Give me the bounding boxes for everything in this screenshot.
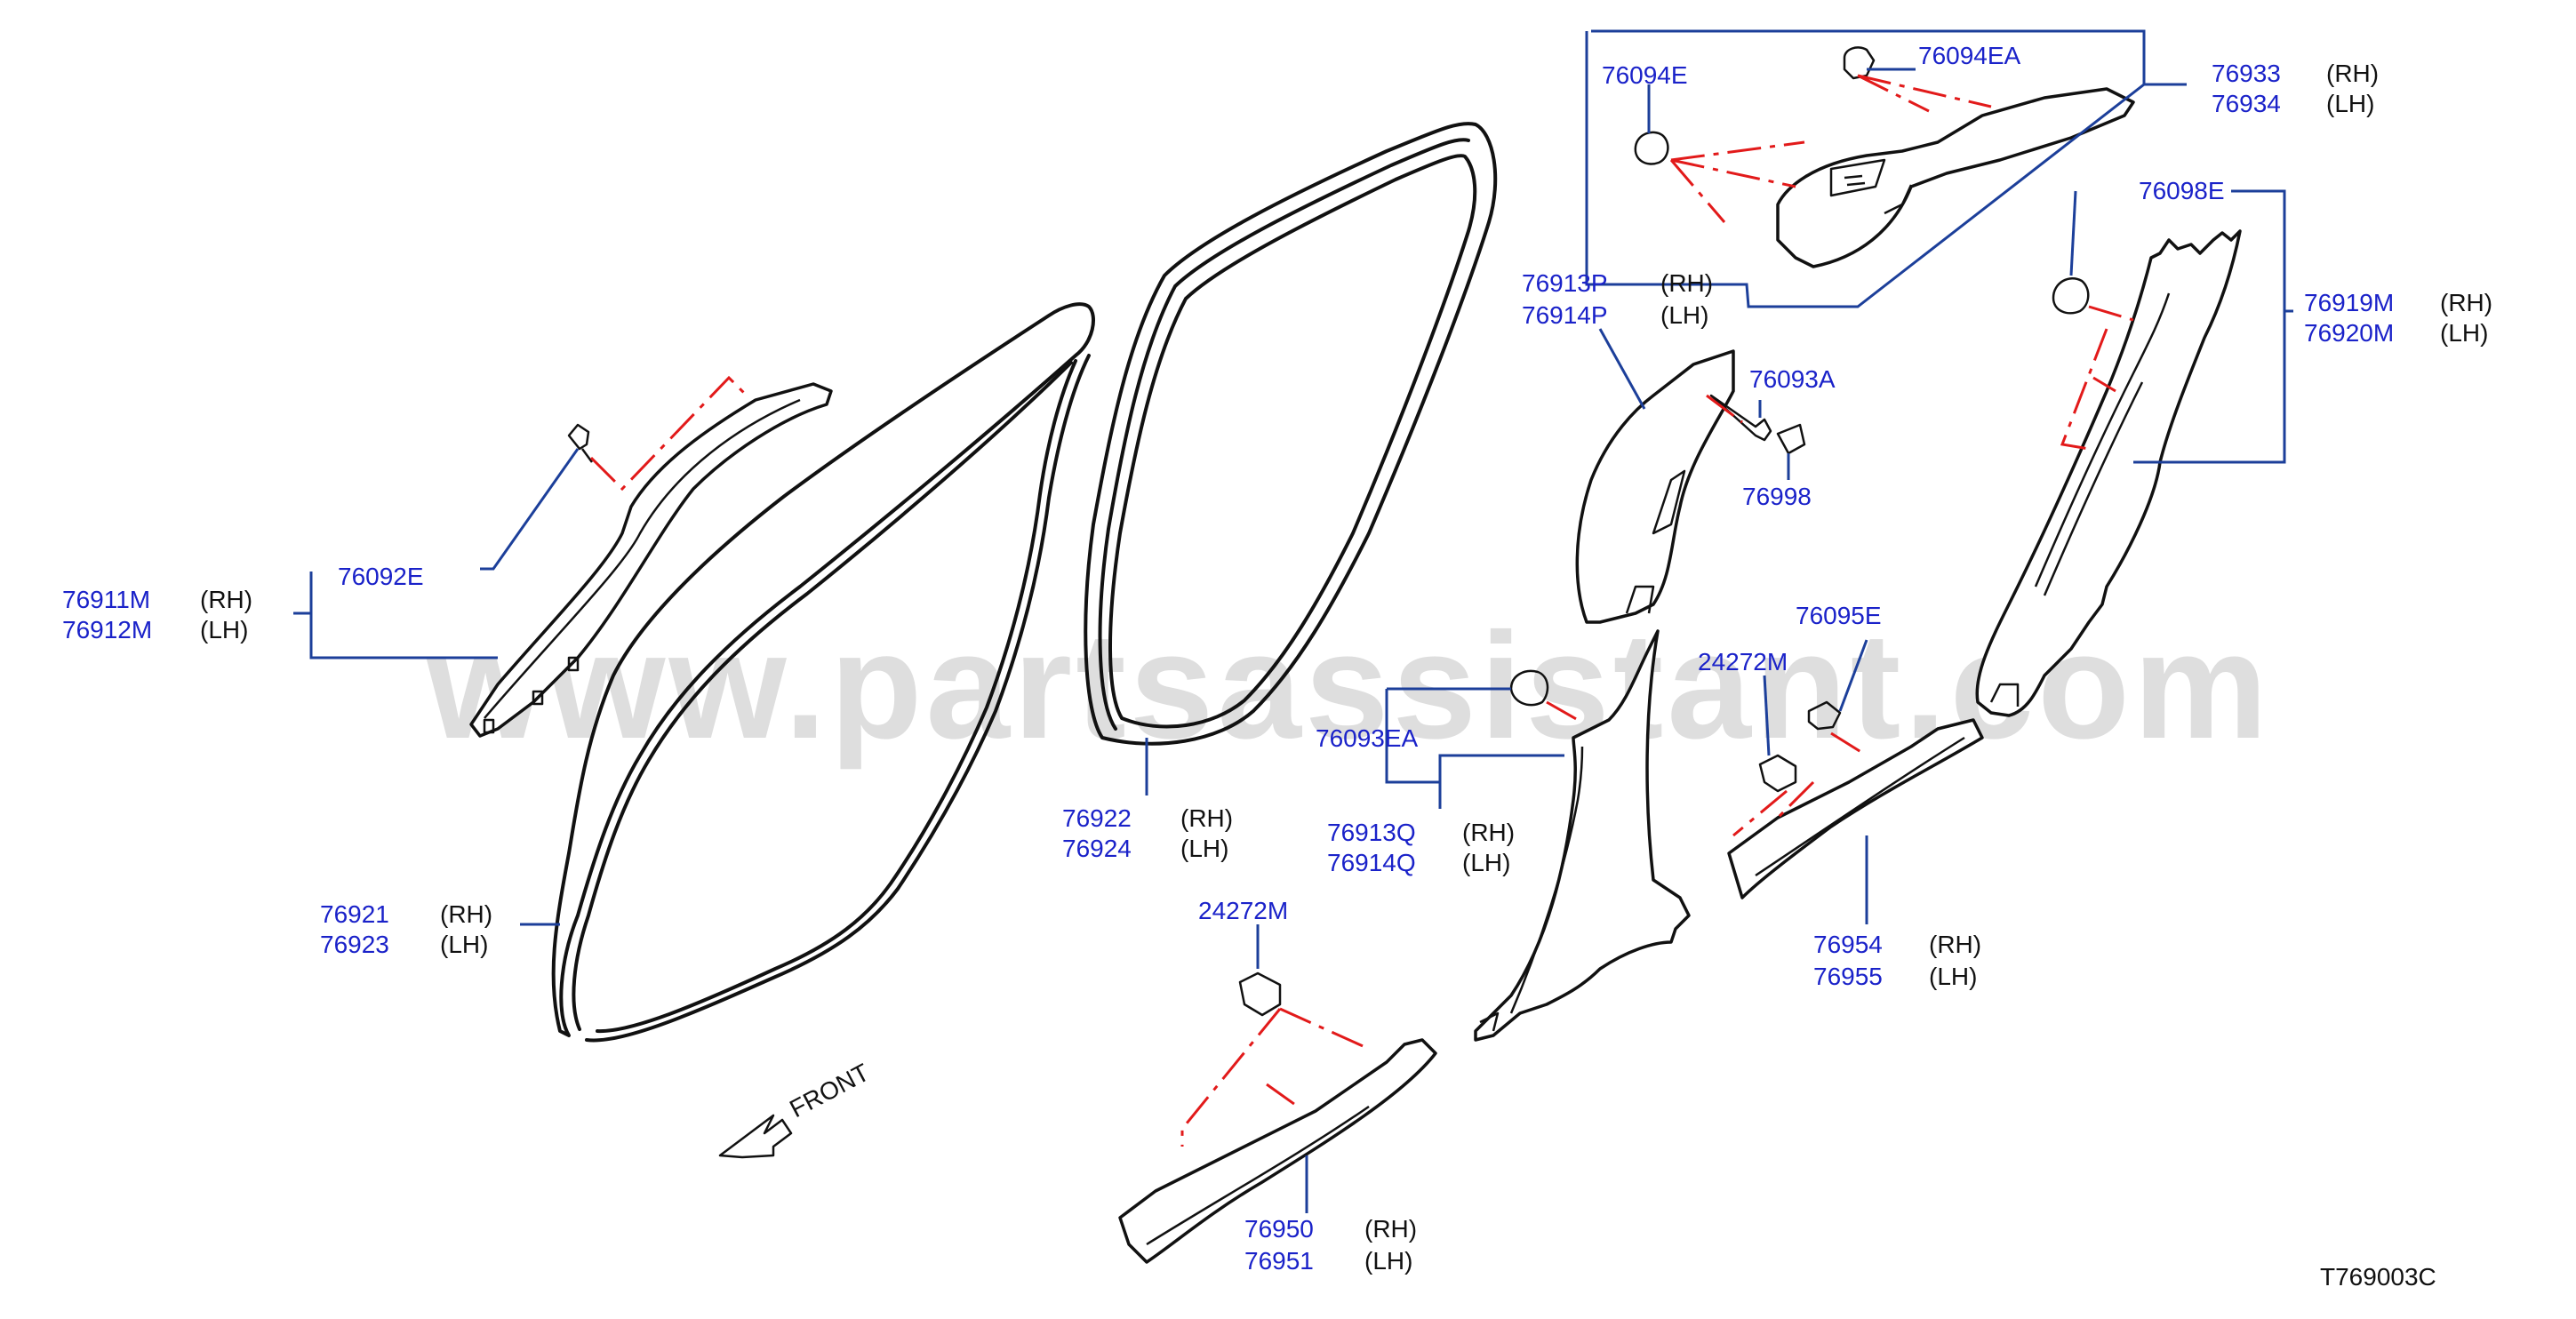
callout-76951[interactable]: 76951 (1244, 1247, 1314, 1275)
callout-76919M[interactable]: 76919M (2304, 289, 2394, 316)
callout-76098E[interactable]: 76098E (2139, 177, 2225, 204)
side-lh-76914P: (LH) (1660, 301, 1708, 329)
clip-76098E[interactable] (2052, 276, 2090, 315)
callout-24272M-left[interactable]: 24272M (1198, 897, 1288, 924)
center-lower-pillar-garnish[interactable] (1474, 629, 1691, 1042)
callout-76092E[interactable]: 76092E (338, 563, 424, 590)
center-upper-pillar-garnish[interactable] (1575, 349, 1735, 624)
callout-76998[interactable]: 76998 (1742, 483, 1812, 510)
callout-76924[interactable]: 76924 (1062, 835, 1132, 862)
callout-76954[interactable]: 76954 (1813, 931, 1883, 958)
guide-line-76092E (589, 375, 748, 492)
rear-upper-panel[interactable] (1776, 87, 2135, 268)
callout-76093A[interactable]: 76093A (1749, 365, 1836, 393)
clip-76092E-left[interactable] (567, 423, 594, 463)
side-rh-76950: (RH) (1364, 1215, 1417, 1243)
side-lh-76934: (LH) (2326, 90, 2374, 117)
guide-lines-rear-kick (1732, 731, 1868, 837)
callout-76955[interactable]: 76955 (1813, 963, 1883, 990)
diagram-code: T769003C (2320, 1263, 2436, 1291)
callout-76093EA[interactable]: 76093EA (1316, 724, 1419, 752)
callout-76933[interactable]: 76933 (2212, 60, 2281, 87)
guide-lines-front-kick (1180, 1007, 1370, 1147)
side-lh-76923: (LH) (440, 931, 488, 958)
guide-line-76093EA (1546, 700, 1579, 722)
side-rh-76913Q: (RH) (1462, 819, 1515, 846)
callout-76913Q[interactable]: 76913Q (1327, 819, 1416, 846)
callout-76950[interactable]: 76950 (1244, 1215, 1314, 1243)
guide-lines-76094 (1669, 74, 1992, 223)
bolt-76093A[interactable] (1709, 394, 1772, 442)
rear-pillar-garnish[interactable] (1975, 229, 2242, 717)
callout-76912M[interactable]: 76912M (62, 616, 152, 644)
clip-24272M-left[interactable] (1238, 971, 1282, 1017)
callout-76095E[interactable]: 76095E (1796, 602, 1882, 629)
callout-76911M[interactable]: 76911M (62, 586, 150, 613)
callout-76922[interactable]: 76922 (1062, 804, 1132, 832)
side-lh-76914Q: (LH) (1462, 849, 1510, 876)
clip-76094E[interactable] (1634, 131, 1669, 165)
side-lh-76951: (LH) (1364, 1247, 1412, 1275)
front-label: FRONT (785, 1059, 874, 1123)
callout-76934[interactable]: 76934 (2212, 90, 2281, 117)
front-arrow (718, 1114, 793, 1159)
side-rh-76922: (RH) (1180, 804, 1233, 832)
guide-line-76093A (1706, 394, 1743, 424)
guide-lines-76098E (2060, 305, 2134, 451)
side-rh-76913P: (RH) (1660, 269, 1713, 297)
callout-76923[interactable]: 76923 (320, 931, 389, 958)
callout-76913P[interactable]: 76913P (1522, 269, 1608, 297)
leader-lines (293, 29, 2293, 1213)
front-door-welt[interactable] (551, 302, 1095, 1043)
side-rh-76919M: (RH) (2440, 289, 2492, 316)
callout-76094EA[interactable]: 76094EA (1918, 42, 2021, 69)
callout-76094E[interactable]: 76094E (1602, 61, 1688, 89)
callout-76921[interactable]: 76921 (320, 900, 389, 928)
side-rh-76933: (RH) (2326, 60, 2379, 87)
callout-76914Q[interactable]: 76914Q (1327, 849, 1416, 876)
callout-76920M[interactable]: 76920M (2304, 319, 2394, 347)
clip-76094EA[interactable] (1843, 46, 1876, 80)
front-pillar-garnish[interactable] (469, 382, 833, 738)
side-lh-76955: (LH) (1929, 963, 1977, 990)
rear-kicking-plate[interactable] (1727, 718, 1984, 899)
clip-24272M-right[interactable] (1758, 754, 1797, 793)
callout-76914P[interactable]: 76914P (1522, 301, 1608, 329)
side-lh-76920M: (LH) (2440, 319, 2488, 347)
rear-door-welt[interactable] (1084, 122, 1498, 746)
side-rh-76921: (RH) (440, 900, 492, 928)
callout-24272M-right[interactable]: 24272M (1698, 648, 1788, 675)
clip-76093EA[interactable] (1509, 669, 1549, 707)
clip-76998[interactable] (1776, 423, 1806, 455)
side-rh-76954: (RH) (1929, 931, 1981, 958)
side-lh-76924: (LH) (1180, 835, 1228, 862)
front-kicking-plate[interactable] (1118, 1038, 1437, 1264)
clip-76095E[interactable] (1807, 700, 1842, 731)
side-lh-76912M: (LH) (200, 616, 248, 644)
side-rh-76911M: (RH) (200, 586, 252, 613)
